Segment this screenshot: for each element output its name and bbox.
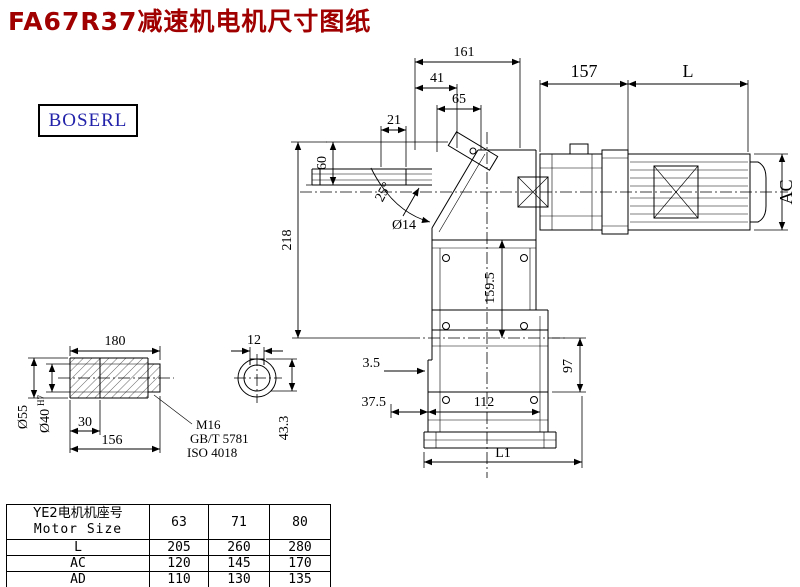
dim-43-3-label: 43.3 <box>277 416 292 441</box>
value-cell: 260 <box>208 539 270 556</box>
dim-157-label: 157 <box>571 61 598 81</box>
table-row: AC 120 145 170 <box>6 555 331 572</box>
dim-112-label: 112 <box>474 395 494 410</box>
table-row: AD 110 130 135 <box>6 571 331 587</box>
dim-97-label: 97 <box>561 359 576 373</box>
row-label-AD: AD <box>6 571 150 587</box>
dim-12-label: 12 <box>247 333 261 348</box>
table-header-cell: YE2电机机座号 Motor Size <box>6 504 150 540</box>
row-label-L: L <box>6 539 150 556</box>
dim-55-label: Ø55 <box>16 405 31 429</box>
standard-iso-label: ISO 4018 <box>187 445 237 460</box>
dim-41-label: 41 <box>430 71 444 86</box>
dim-40-label: Ø40 <box>38 409 53 433</box>
value-cell: 120 <box>149 555 209 572</box>
value-cell: 280 <box>269 539 331 556</box>
dim-L-label: L <box>683 61 694 81</box>
dim-3-5-label: 3.5 <box>363 356 381 371</box>
mounting-foot <box>423 431 557 449</box>
main-dimensions: 161 41 65 21 157 L 60 <box>280 45 796 468</box>
dim-156-label: 156 <box>102 433 123 448</box>
dim-AC-label: AC <box>776 179 796 204</box>
shaft-detail: 180 30 156 Ø55 Ø40 H7 M16 GB/T 5781 ISO … <box>16 334 249 460</box>
dim-40-tolerance: H7 <box>36 395 46 406</box>
size-71-cell: 71 <box>208 504 270 540</box>
bore-circle-view: 12 43.3 <box>231 333 297 440</box>
motor-size-table: YE2电机机座号 Motor Size 63 71 80 L 205 260 2… <box>6 504 331 587</box>
table-header-cn: YE2电机机座号 <box>33 506 123 521</box>
input-shaft <box>311 168 432 186</box>
standard-gb-label: GB/T 5781 <box>190 431 249 446</box>
brand-logo-text: BOSERL <box>48 109 128 131</box>
dim-159-5-label: 159.5 <box>483 272 498 304</box>
dim-30-label: 30 <box>78 415 92 430</box>
table-header-en: Motor Size <box>33 522 123 537</box>
thread-label: M16 <box>196 417 221 432</box>
dim-L1-label: L1 <box>495 446 511 461</box>
size-80-cell: 80 <box>269 504 331 540</box>
value-cell: 145 <box>208 555 270 572</box>
dim-shaft-dia-label: Ø14 <box>392 218 416 233</box>
dim-161-label: 161 <box>454 45 475 60</box>
value-cell: 110 <box>149 571 209 587</box>
dim-60-label: 60 <box>315 156 330 170</box>
row-label-AC: AC <box>6 555 150 572</box>
page-title: FA67R37减速机电机尺寸图纸 <box>8 7 372 36</box>
table-header-row: YE2电机机座号 Motor Size 63 71 80 <box>6 504 331 540</box>
centerlines <box>300 132 788 478</box>
gearbox-housing <box>427 131 549 432</box>
dim-37-5-label: 37.5 <box>362 395 387 410</box>
brand-logo: BOSERL <box>38 104 138 137</box>
dim-angle-label: 25° <box>373 180 395 204</box>
dim-218-label: 218 <box>280 230 295 251</box>
size-63-cell: 63 <box>149 504 209 540</box>
value-cell: 135 <box>269 571 331 587</box>
dim-21-label: 21 <box>387 113 401 128</box>
table-row: L 205 260 280 <box>6 539 331 556</box>
value-cell: 205 <box>149 539 209 556</box>
value-cell: 130 <box>208 571 270 587</box>
dim-180-label: 180 <box>105 334 126 349</box>
dim-65-label: 65 <box>452 92 466 107</box>
value-cell: 170 <box>269 555 331 572</box>
motor-assembly <box>517 143 767 235</box>
